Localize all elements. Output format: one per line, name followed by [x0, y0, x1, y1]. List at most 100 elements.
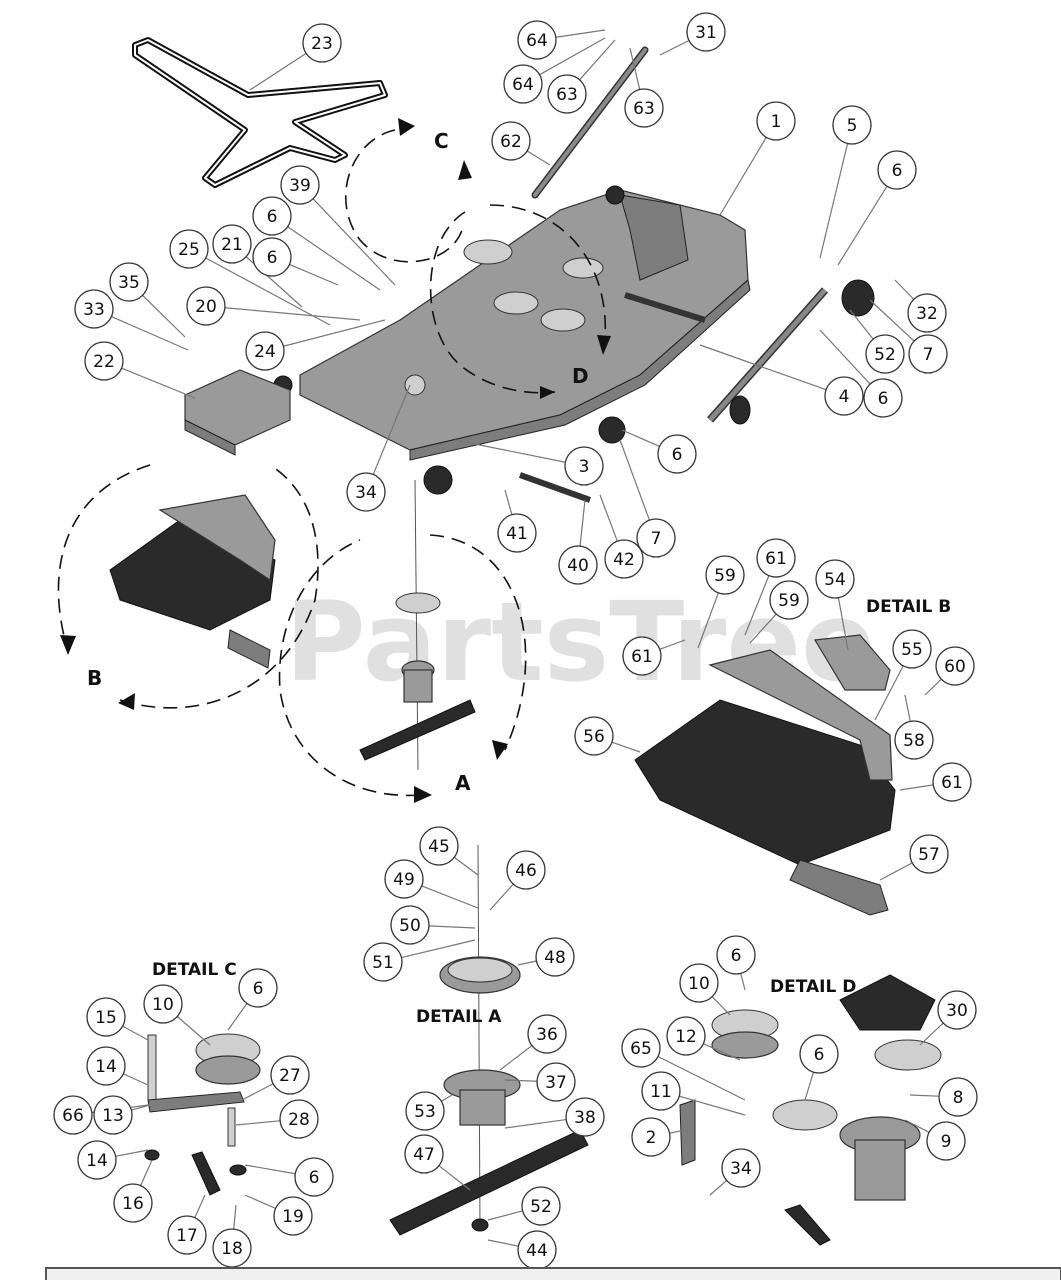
callout-label-c64b: 64	[512, 75, 534, 95]
callout-label-c56: 56	[583, 727, 605, 747]
callout-c56: 56	[574, 716, 614, 756]
callout-label-c16: 16	[122, 1194, 144, 1214]
footer-bar	[45, 1267, 1061, 1280]
callout-c61b: 61	[756, 538, 796, 578]
detail-title-c: DETAIL C	[152, 960, 237, 980]
callout-c59a: 59	[705, 555, 745, 595]
leader-line-c58	[904, 694, 911, 722]
callout-label-c18: 18	[221, 1239, 243, 1259]
callout-c40: 40	[558, 545, 598, 585]
callout-c36: 36	[527, 1014, 567, 1054]
callout-label-c60: 60	[944, 657, 966, 677]
callout-c62: 62	[491, 121, 531, 161]
callout-c45: 45	[419, 826, 459, 866]
leader-line-c63a	[579, 39, 616, 81]
callout-c54: 54	[815, 559, 855, 599]
callout-label-c2: 2	[646, 1128, 657, 1148]
callout-c44: 44	[517, 1230, 557, 1270]
callout-c52a: 52	[865, 334, 905, 374]
callout-c27: 27	[270, 1055, 310, 1095]
view-letter-d: D	[572, 364, 589, 388]
callout-label-c66: 66	[62, 1106, 84, 1126]
callout-c38: 38	[565, 1097, 605, 1137]
callout-c60: 60	[935, 646, 975, 686]
callout-label-c62: 62	[500, 132, 522, 152]
callout-label-c57: 57	[918, 845, 940, 865]
callout-c6f: 6	[238, 968, 278, 1008]
leader-line-c8	[909, 1094, 940, 1097]
callout-c28: 28	[279, 1099, 319, 1139]
callout-label-c32: 32	[916, 304, 938, 324]
callout-c49: 49	[384, 859, 424, 899]
leader-line-c15	[122, 1025, 149, 1041]
leader-line-c53	[441, 1094, 453, 1102]
callout-label-c54: 54	[824, 570, 846, 590]
callout-label-c41: 41	[506, 524, 528, 544]
callout-label-c51: 51	[372, 953, 394, 973]
leader-line-c4	[699, 344, 827, 391]
callout-c24: 24	[245, 331, 285, 371]
leader-line-c6g	[244, 1164, 296, 1175]
callout-c12: 12	[666, 1016, 706, 1056]
leader-line-c42	[599, 494, 618, 542]
callout-c21: 21	[212, 224, 252, 264]
callout-c2: 2	[631, 1117, 671, 1157]
drive-belt	[132, 37, 388, 188]
detail-b-small	[109, 494, 276, 669]
leader-line-c12	[703, 1043, 741, 1061]
detail-title-d: DETAIL D	[770, 977, 856, 997]
view-arrows	[60, 118, 611, 803]
callout-label-c30: 30	[946, 1001, 968, 1021]
callout-c63b: 63	[624, 88, 664, 128]
lift-rod	[531, 46, 649, 199]
callout-c15: 15	[86, 997, 126, 1037]
callout-c16: 16	[113, 1183, 153, 1223]
leader-line-c25	[205, 257, 331, 326]
callout-label-c7a: 7	[923, 345, 934, 365]
leader-line-c61c	[899, 784, 934, 791]
callout-c6e: 6	[657, 434, 697, 474]
callout-label-c13: 13	[102, 1106, 124, 1126]
callout-label-c44: 44	[526, 1241, 548, 1261]
callout-c10a: 10	[143, 984, 183, 1024]
callout-c61a: 61	[622, 636, 662, 676]
callout-label-c63b: 63	[633, 99, 655, 119]
callout-c64a: 64	[517, 20, 557, 60]
callout-label-c9: 9	[941, 1132, 952, 1152]
leader-line-c32	[894, 279, 915, 300]
callout-c17: 17	[167, 1215, 207, 1255]
callout-label-c3: 3	[579, 457, 590, 477]
callout-c13: 13	[93, 1095, 133, 1135]
detail-b-large	[634, 634, 896, 916]
callout-c33: 33	[74, 289, 114, 329]
callout-label-c24: 24	[254, 342, 276, 362]
leader-line-c34a	[372, 384, 411, 475]
view-circles	[57, 129, 607, 797]
front-link	[518, 292, 706, 503]
mower-deck	[273, 185, 751, 495]
leader-line-c7b	[619, 439, 651, 521]
callout-c53: 53	[405, 1091, 445, 1131]
view-letter-c: C	[434, 129, 449, 153]
callout-c18: 18	[212, 1228, 252, 1268]
callout-label-c31: 31	[695, 23, 717, 43]
callout-label-c6d: 6	[878, 389, 889, 409]
callout-label-c35: 35	[118, 273, 140, 293]
leader-line-c2	[669, 1129, 686, 1134]
callout-label-c10a: 10	[152, 995, 174, 1015]
callout-c41: 41	[497, 513, 537, 553]
leader-line-c27	[241, 1083, 274, 1101]
leader-line-c33	[111, 316, 189, 351]
leader-line-c24	[283, 319, 386, 347]
callout-label-c6h: 6	[731, 946, 742, 966]
leader-line-c63b	[629, 47, 641, 90]
callout-c6g: 6	[294, 1157, 334, 1197]
leader-line-c10a	[176, 1016, 211, 1046]
view-letter-a: A	[455, 771, 471, 795]
leader-line-c1	[719, 137, 767, 216]
leader-line-c48	[517, 960, 537, 966]
leader-line-c14b	[115, 1149, 149, 1157]
callout-c34a: 34	[346, 472, 386, 512]
discharge-chute	[184, 369, 291, 456]
